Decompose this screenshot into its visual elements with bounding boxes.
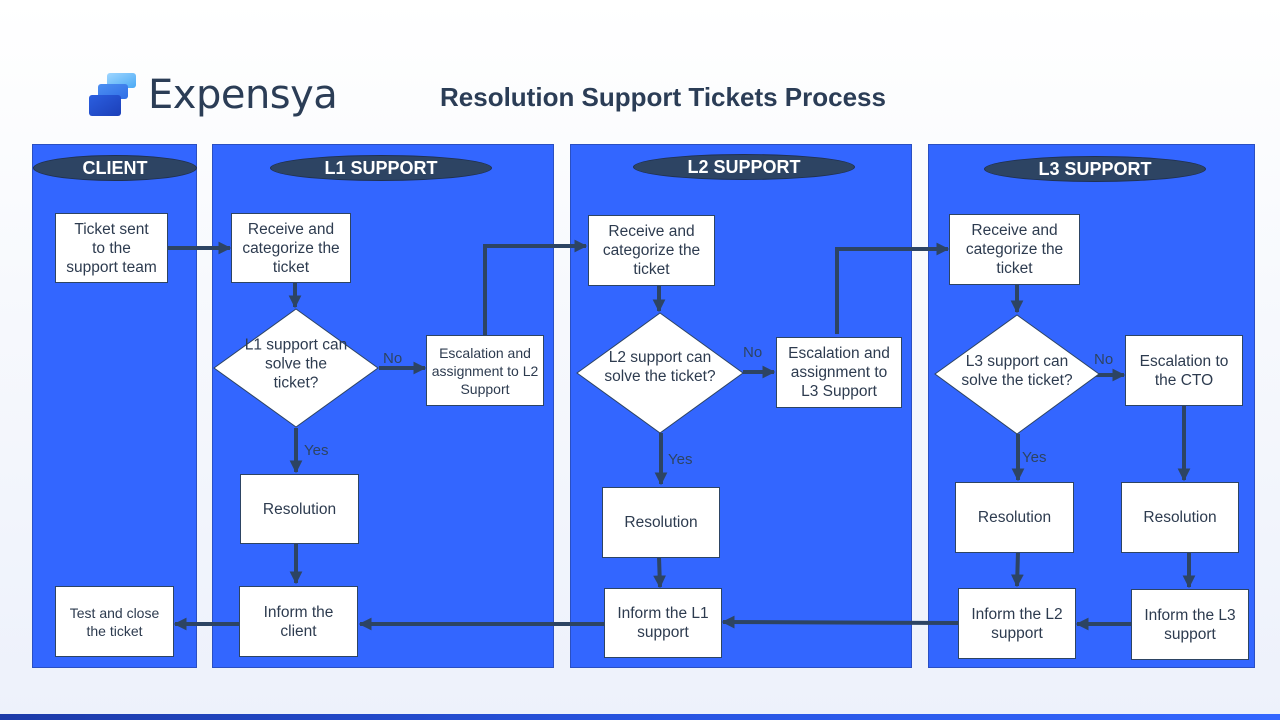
decision-diamond-shape [934,314,1100,435]
edge-label-l1-no: No [383,350,403,367]
brand-name: Expensya [148,72,338,118]
decision-diamond-shape [213,308,379,428]
bottom-accent-bar [0,714,1280,720]
node-test-close-ticket: Test and close the ticket [55,586,174,657]
node-l2-escalation: Escalation and assignment to L3 Support [776,337,902,408]
page-title: Resolution Support Tickets Process [440,82,886,112]
node-l3-inform-l2: Inform the L2 support [958,588,1076,659]
lane-header-l1-support: L1 SUPPORT [270,155,492,181]
edge-label-l3-no: No [1094,351,1114,368]
node-l1-inform-client: Inform the client [239,586,358,657]
node-l3-resolution: Resolution [955,482,1074,553]
node-l1-escalation: Escalation and assignment to L2 Support [426,335,544,406]
node-l1-receive-categorize: Receive and categorize the ticket [231,213,351,283]
node-l3-receive-categorize: Receive and categorize the ticket [949,214,1080,285]
node-l1-decision: L1 support can solve the ticket? [213,308,379,428]
node-ticket-sent: Ticket sent to the support team [55,213,168,283]
node-l2-inform-l1: Inform the L1 support [604,588,722,658]
edge-label-l3-yes: Yes [1022,449,1047,466]
edge-label-l2-no: No [743,344,763,361]
node-l3-escalation-cto: Escalation to the CTO [1125,335,1243,406]
node-l3-decision: L3 support can solve the ticket? [934,314,1100,435]
edge-label-l1-yes: Yes [304,442,329,459]
expensya-logo-icon [89,73,136,116]
expensya-logo: Expensya [88,72,338,120]
decision-diamond-shape [576,312,744,434]
node-l1-decision-label: L1 support can solve the ticket? [244,336,348,392]
node-cto-inform-l3: Inform the L3 support [1131,589,1249,660]
lane-header-l3-support: L3 SUPPORT [984,156,1206,182]
lane-header-client: CLIENT [33,155,197,181]
node-l2-resolution: Resolution [602,487,720,558]
edge-label-l2-yes: Yes [668,451,693,468]
node-l2-decision-label: L2 support can solve the ticket? [604,349,716,385]
node-cto-resolution: Resolution [1121,482,1239,553]
node-l2-receive-categorize: Receive and categorize the ticket [588,215,715,286]
lane-header-l2-support: L2 SUPPORT [633,154,855,180]
node-l1-resolution: Resolution [240,474,359,544]
node-l2-decision: L2 support can solve the ticket? [576,312,744,434]
node-l3-decision-label: L3 support can solve the ticket? [961,352,1073,389]
